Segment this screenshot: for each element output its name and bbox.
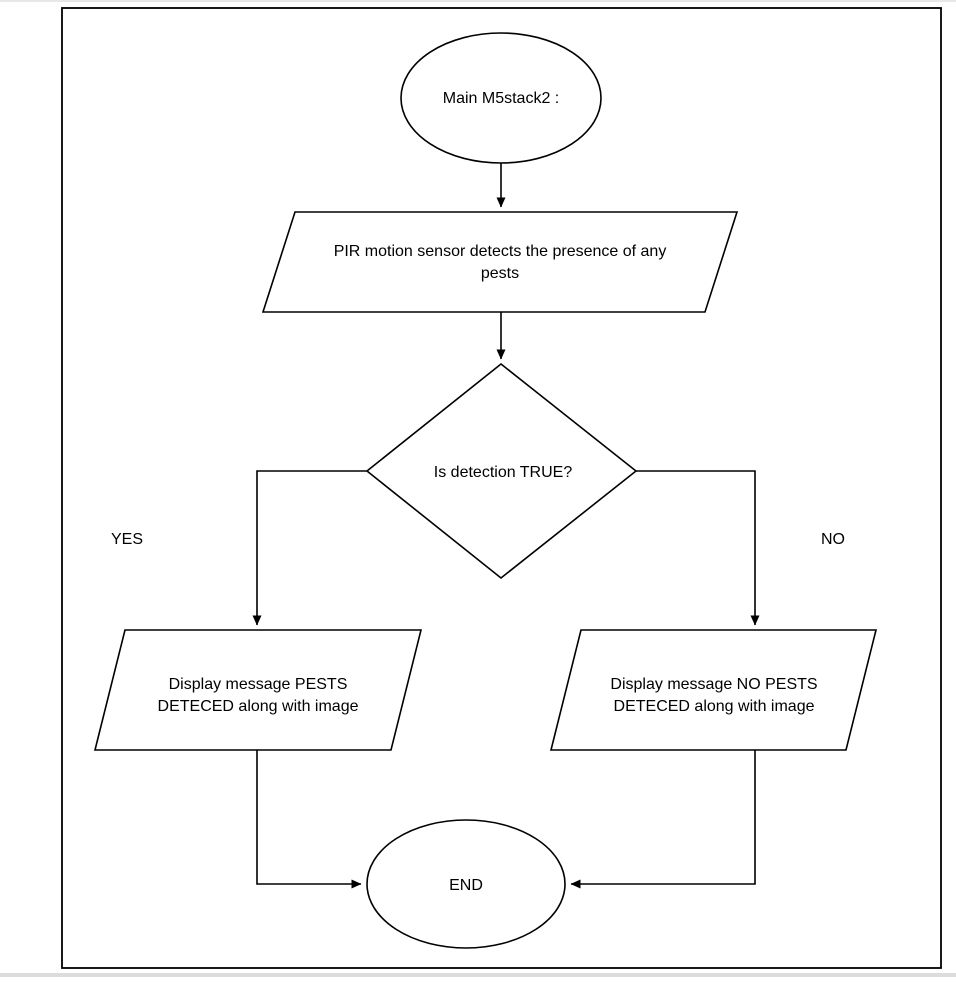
yes-branch-label: YES [111,531,143,548]
no-branch-label: NO [821,531,845,548]
output-no-label-line1: Display message NO PESTS [610,676,817,693]
output-yes-node [93,629,423,751]
edge-yes-to-end [256,750,362,889]
decision-node-label: Is detection TRUE? [434,464,573,481]
input-node-label-line1: PIR motion sensor detects the presence o… [334,243,667,260]
page-bottom-edge [0,973,956,977]
end-node [366,819,566,949]
input-node-label-line2: pests [481,265,519,282]
start-node [400,32,602,164]
input-node [261,211,739,313]
page-top-edge [0,0,956,2]
edge-decision-yes [252,470,367,626]
edge-decision-no [636,470,760,626]
output-yes-label-line2: DETECED along with image [158,698,359,715]
output-no-label-line2: DETECED along with image [614,698,815,715]
end-node-label: END [449,877,483,894]
edge-no-to-end [570,750,756,889]
decision-node [365,362,638,580]
output-no-node [549,629,878,751]
start-node-label: Main M5stack2 : [443,90,559,107]
output-yes-label-line1: Display message PESTS [169,676,348,693]
diagram-border [61,7,942,969]
